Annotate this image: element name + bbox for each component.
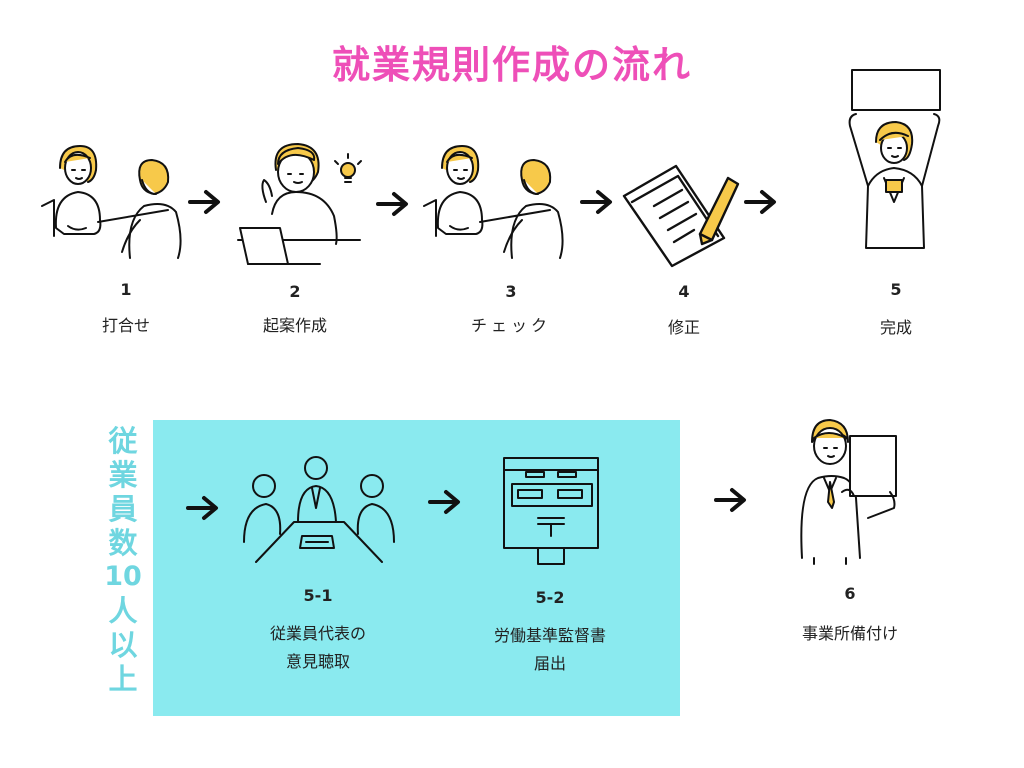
arrow-right-icon bbox=[428, 490, 460, 514]
step-label: 起案作成 bbox=[262, 316, 327, 335]
document-pencil-illustration bbox=[622, 164, 740, 268]
man-holding-document-illustration bbox=[800, 419, 897, 565]
page-title: 就業規則作成の流れ bbox=[331, 43, 692, 87]
side-label-char: 以 bbox=[108, 628, 138, 662]
step-number: 4 bbox=[678, 282, 690, 301]
conference-table-illustration bbox=[243, 456, 395, 563]
side-label-char: 業 bbox=[108, 458, 138, 492]
side-label-10-employees: 従 業 員 数 10 人 以 上 bbox=[103, 424, 143, 696]
meeting-illustration bbox=[41, 145, 182, 259]
step-label-line-2: 意見聴取 bbox=[285, 652, 350, 671]
step-label: 事業所備付け bbox=[801, 624, 898, 643]
step-label-line-1: 従業員代表の bbox=[269, 624, 366, 643]
arrow-right-icon bbox=[186, 496, 218, 520]
arrow-right-icon bbox=[376, 192, 408, 216]
step-number: 5 bbox=[890, 280, 902, 299]
postbox-illustration bbox=[503, 457, 599, 565]
meeting-illustration bbox=[423, 145, 564, 259]
step-number: 1 bbox=[120, 280, 132, 299]
step-label: 打合せ bbox=[101, 316, 150, 335]
step-label: 完成 bbox=[879, 318, 912, 337]
step-number: 5-2 bbox=[535, 588, 565, 607]
arrow-right-icon bbox=[580, 190, 612, 214]
side-label-char: 数 bbox=[108, 526, 138, 560]
person-holding-sign-illustration bbox=[848, 69, 941, 249]
step-number: 6 bbox=[844, 584, 856, 603]
side-label-char: 従 bbox=[108, 424, 138, 458]
side-label-char: 員 bbox=[108, 492, 138, 526]
side-label-char: 人 bbox=[108, 594, 138, 628]
step-number: 2 bbox=[289, 282, 301, 301]
side-label-char: 10 bbox=[104, 561, 142, 592]
arrow-right-icon bbox=[744, 190, 776, 214]
step-label-line-1: 労働基準監督書 bbox=[493, 626, 606, 645]
step-label: チェック bbox=[470, 316, 551, 335]
step-number: 3 bbox=[505, 282, 517, 301]
side-label-char: 上 bbox=[108, 662, 138, 696]
laptop-idea-illustration bbox=[237, 143, 362, 265]
arrow-right-icon bbox=[188, 190, 220, 214]
step-number: 5-1 bbox=[303, 586, 333, 605]
step-label-line-2: 届出 bbox=[533, 654, 566, 673]
step-label: 修正 bbox=[667, 318, 700, 337]
arrow-right-icon bbox=[714, 488, 746, 512]
